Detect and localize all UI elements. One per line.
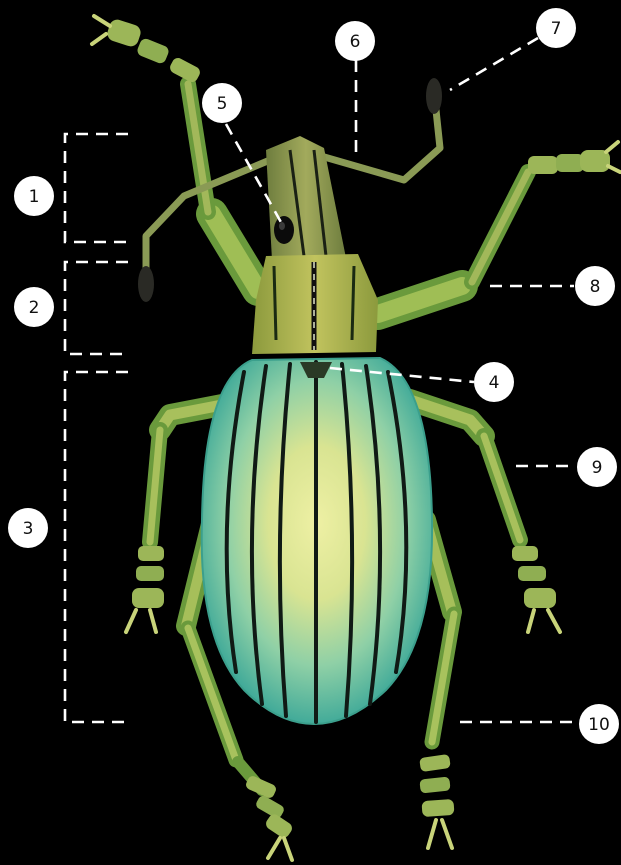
callout-9: 9 — [577, 447, 617, 487]
callout-label-10: 10 — [588, 715, 610, 735]
callout-10: 10 — [579, 704, 619, 744]
callout-label-3: 3 — [23, 519, 34, 539]
callout-4: 4 — [474, 362, 514, 402]
callout-label-7: 7 — [551, 19, 562, 39]
callout-label-9: 9 — [592, 458, 603, 478]
callout-6: 6 — [335, 21, 375, 61]
callout-label-1: 1 — [29, 187, 40, 207]
callout-7: 7 — [536, 8, 576, 48]
callout-1: 1 — [14, 176, 54, 216]
callout-2: 2 — [14, 287, 54, 327]
pronotum — [252, 254, 378, 354]
callout-5: 5 — [202, 83, 242, 123]
callout-label-6: 6 — [350, 32, 361, 52]
callout-8: 8 — [575, 266, 615, 306]
elytra — [202, 358, 432, 724]
callout-3: 3 — [8, 508, 48, 548]
callout-label-4: 4 — [489, 373, 500, 393]
callout-label-5: 5 — [217, 94, 228, 114]
callout-label-2: 2 — [29, 298, 40, 318]
callout-label-8: 8 — [590, 277, 601, 297]
